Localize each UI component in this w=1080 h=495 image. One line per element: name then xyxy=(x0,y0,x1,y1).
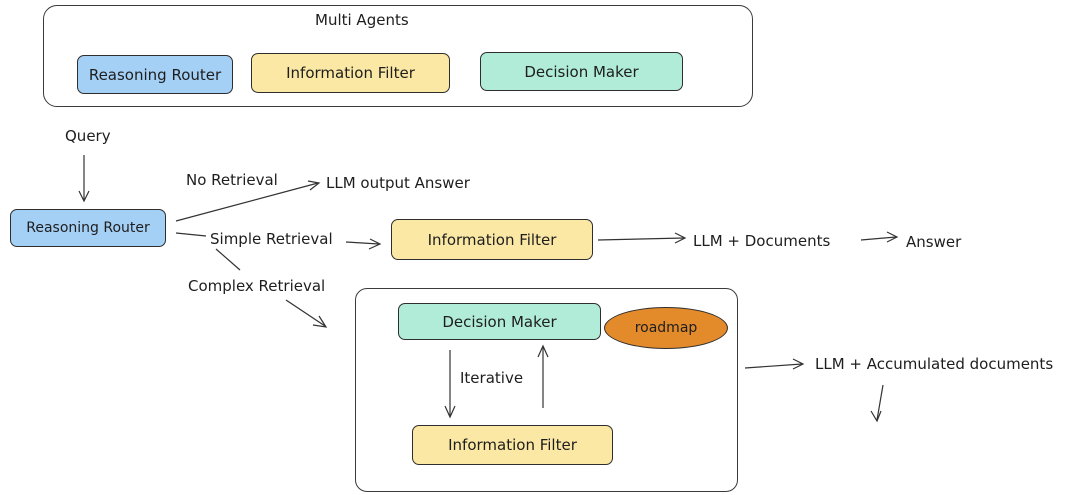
arrowhead-decision-to-filter xyxy=(444,405,456,419)
answer-label: Answer xyxy=(906,233,962,251)
loop-information-filter-node: Information Filter xyxy=(412,425,613,465)
llm-documents-label: LLM + Documents xyxy=(693,232,831,250)
arrow-complex-b xyxy=(285,299,326,327)
arrowhead-complex xyxy=(312,315,328,328)
arrowhead-frame-to-accumulated xyxy=(792,358,805,370)
arrow-llm-to-answer xyxy=(860,236,897,241)
legend-decision-maker: Decision Maker xyxy=(480,52,683,91)
arrow-frame-to-accumulated xyxy=(744,363,803,369)
arrowhead-simple-retrieval xyxy=(368,238,382,250)
arrow-accumulated-down xyxy=(876,384,884,421)
multi-agents-title: Multi Agents xyxy=(315,11,409,29)
llm-output-answer-label: LLM output Answer xyxy=(326,174,470,192)
legend-information-filter: Information Filter xyxy=(251,53,450,93)
arrowhead-llm-to-answer xyxy=(886,231,899,243)
decision-maker-node: Decision Maker xyxy=(398,303,601,340)
arrow-complex-a xyxy=(215,248,241,271)
complex-retrieval-label: Complex Retrieval xyxy=(188,277,326,295)
arrowhead-filter-to-decision xyxy=(537,344,549,358)
query-label: Query xyxy=(65,127,111,145)
arrow-filter-to-llm xyxy=(597,237,685,241)
iterative-label: Iterative xyxy=(460,369,524,387)
arrow-simple-retrieval-b xyxy=(345,241,380,245)
information-filter-node: Information Filter xyxy=(391,219,593,260)
arrowhead-query xyxy=(78,190,90,203)
simple-retrieval-label: Simple Retrieval xyxy=(210,230,333,248)
legend-reasoning-router: Reasoning Router xyxy=(77,55,233,94)
arrowhead-no-retrieval xyxy=(307,180,321,191)
arrowhead-filter-to-llm xyxy=(674,232,687,244)
llm-accumulated-documents-label: LLM + Accumulated documents xyxy=(815,355,1054,373)
arrowhead-accumulated-down xyxy=(870,410,882,423)
reasoning-router-node: Reasoning Router xyxy=(10,209,166,247)
no-retrieval-label: No Retrieval xyxy=(186,171,278,189)
arrow-simple-retrieval-a xyxy=(175,232,207,237)
arrow-no-retrieval xyxy=(175,182,319,222)
roadmap-node: roadmap xyxy=(604,307,728,349)
